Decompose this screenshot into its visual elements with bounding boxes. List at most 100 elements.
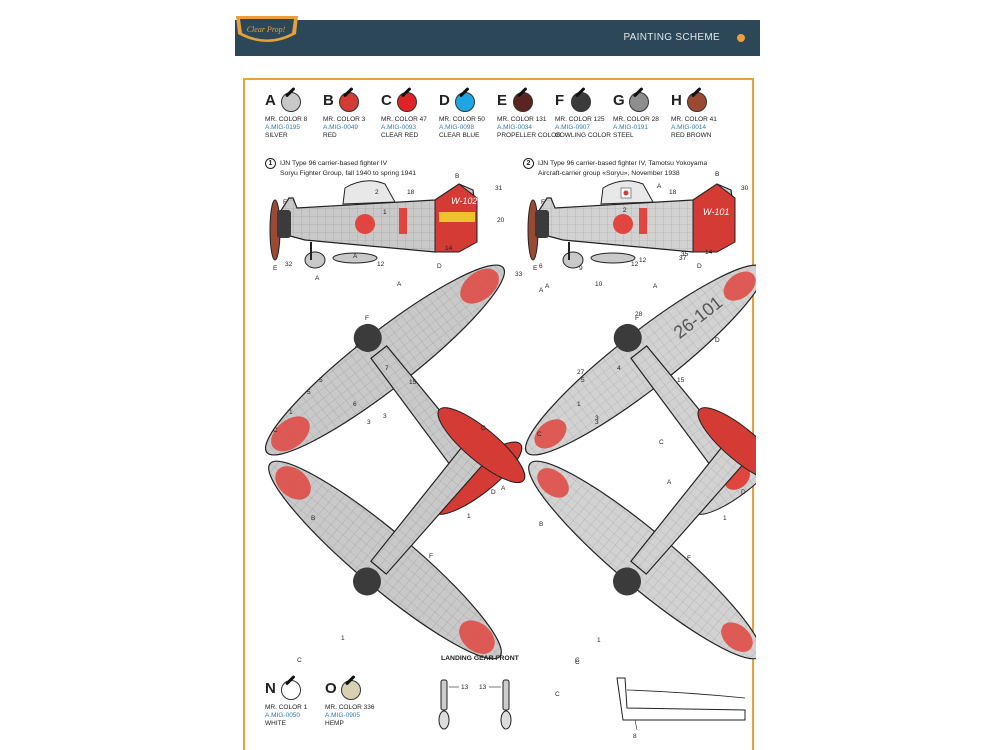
amig-code: A.MIG-0049 [323,124,359,131]
callout-label: E [533,265,538,272]
paint-letter: E [497,92,508,109]
callout-label: C [659,439,664,446]
callout-label: A [501,485,506,492]
callout-label: 4 [617,365,621,372]
callout-label: 14 [705,249,713,256]
callout-label: 1 [289,409,293,416]
callout-label: C [537,431,542,438]
mr-color-code: MR. COLOR 47 [381,116,427,123]
paint-name: WHITE [265,720,286,727]
callout-label: 12 [631,261,639,268]
side-view-2: W-101 [527,180,736,269]
detail-part-label: 8 [633,733,637,740]
callout-label: 32 [285,261,293,268]
callout-label: 33 [515,271,523,278]
paint-name: SILVER [265,132,288,139]
bottom-view-2 [528,407,756,660]
callout-label: 10 [595,281,603,288]
callout-label: A [315,275,320,282]
paint-letter: H [671,92,682,109]
callout-label: A [539,287,544,294]
callout-label: C [575,657,580,664]
callout-label: 6 [539,263,543,270]
callout-label: 14 [445,245,453,252]
callout-label: D [697,263,702,270]
callout-label: C [481,425,486,432]
callout-label: 15 [409,379,417,386]
callout-label: 20 [497,217,505,224]
callout-label: 28 [635,311,643,318]
paint-name: STEEL [613,132,634,139]
callout-label: 2 [623,207,627,214]
callout-label: 5 [581,377,585,384]
callout-label: D [715,337,720,344]
page-title: PAINTING SCHEME [623,32,720,43]
callout-label: 37 [679,255,687,262]
callout-label: A [545,283,550,290]
paint-name: CLEAR BLUE [439,132,480,139]
fuselage-detail: 8 [616,677,746,740]
callout-label: 5 [307,389,311,396]
callout-label: A [657,183,662,190]
paint-name: RED [323,132,337,139]
callout-label: F [429,553,433,560]
callout-label: F [687,555,691,562]
paint-letter: G [613,92,625,109]
callout-label: 2 [375,189,379,196]
callout-label: A [397,281,402,288]
callout-label: 27 [577,369,585,376]
callout-label: C [575,659,580,666]
callout-label: 4 [355,343,359,350]
paint-letter: B [323,92,334,109]
callout-label: F [283,199,287,206]
callout-label: 9 [579,265,583,272]
paint-letter: O [325,680,337,697]
header-bar: PAINTING SCHEME [235,20,760,56]
tail-code-2: W-101 [703,207,729,217]
mr-color-code: MR. COLOR 1 [265,704,308,711]
amig-code: A.MIG-0907 [555,124,591,131]
tail-code-1: W-102 [451,196,477,206]
amig-code: A.MIG-0014 [671,124,707,131]
callout-label: 1 [467,513,471,520]
callout-label: C [555,691,560,698]
callout-label: B [311,515,315,522]
landing-gear-detail-1: 13 [438,679,469,730]
callout-label: E [273,265,278,272]
amig-code: A.MIG-0034 [497,124,533,131]
callout-label: B [715,171,719,178]
paint-swatch-icon [281,680,301,700]
landing-gear-title: LANDING GEAR FRONT [441,655,519,662]
callout-label: A [353,253,358,260]
top-view-2: 26-101 [524,264,756,515]
callout-label: F [365,315,369,322]
callout-label: 30 [741,185,749,192]
callout-label: 3 [367,419,371,426]
paint-name: HEMP [325,720,344,727]
callout-label: D [491,489,496,496]
amig-code: A.MIG-0098 [439,124,475,131]
callout-label: 7 [385,365,389,372]
paint-name: COWLING COLOR [555,132,611,139]
scheme-2-number: 2 [523,158,534,169]
mr-color-code: MR. COLOR 28 [613,116,659,123]
callout-label: C [297,657,302,664]
callout-label: 6 [353,401,357,408]
amig-code: A.MIG-0905 [325,712,361,719]
mr-color-code: MR. COLOR 41 [671,116,717,123]
callout-label: 35 [681,251,689,258]
callout-label: A [667,479,672,486]
mr-color-code: MR. COLOR 131 [497,116,547,123]
callout-label: 18 [407,189,415,196]
callout-label: 3 [595,419,599,426]
amig-code: A.MIG-0093 [381,124,417,131]
